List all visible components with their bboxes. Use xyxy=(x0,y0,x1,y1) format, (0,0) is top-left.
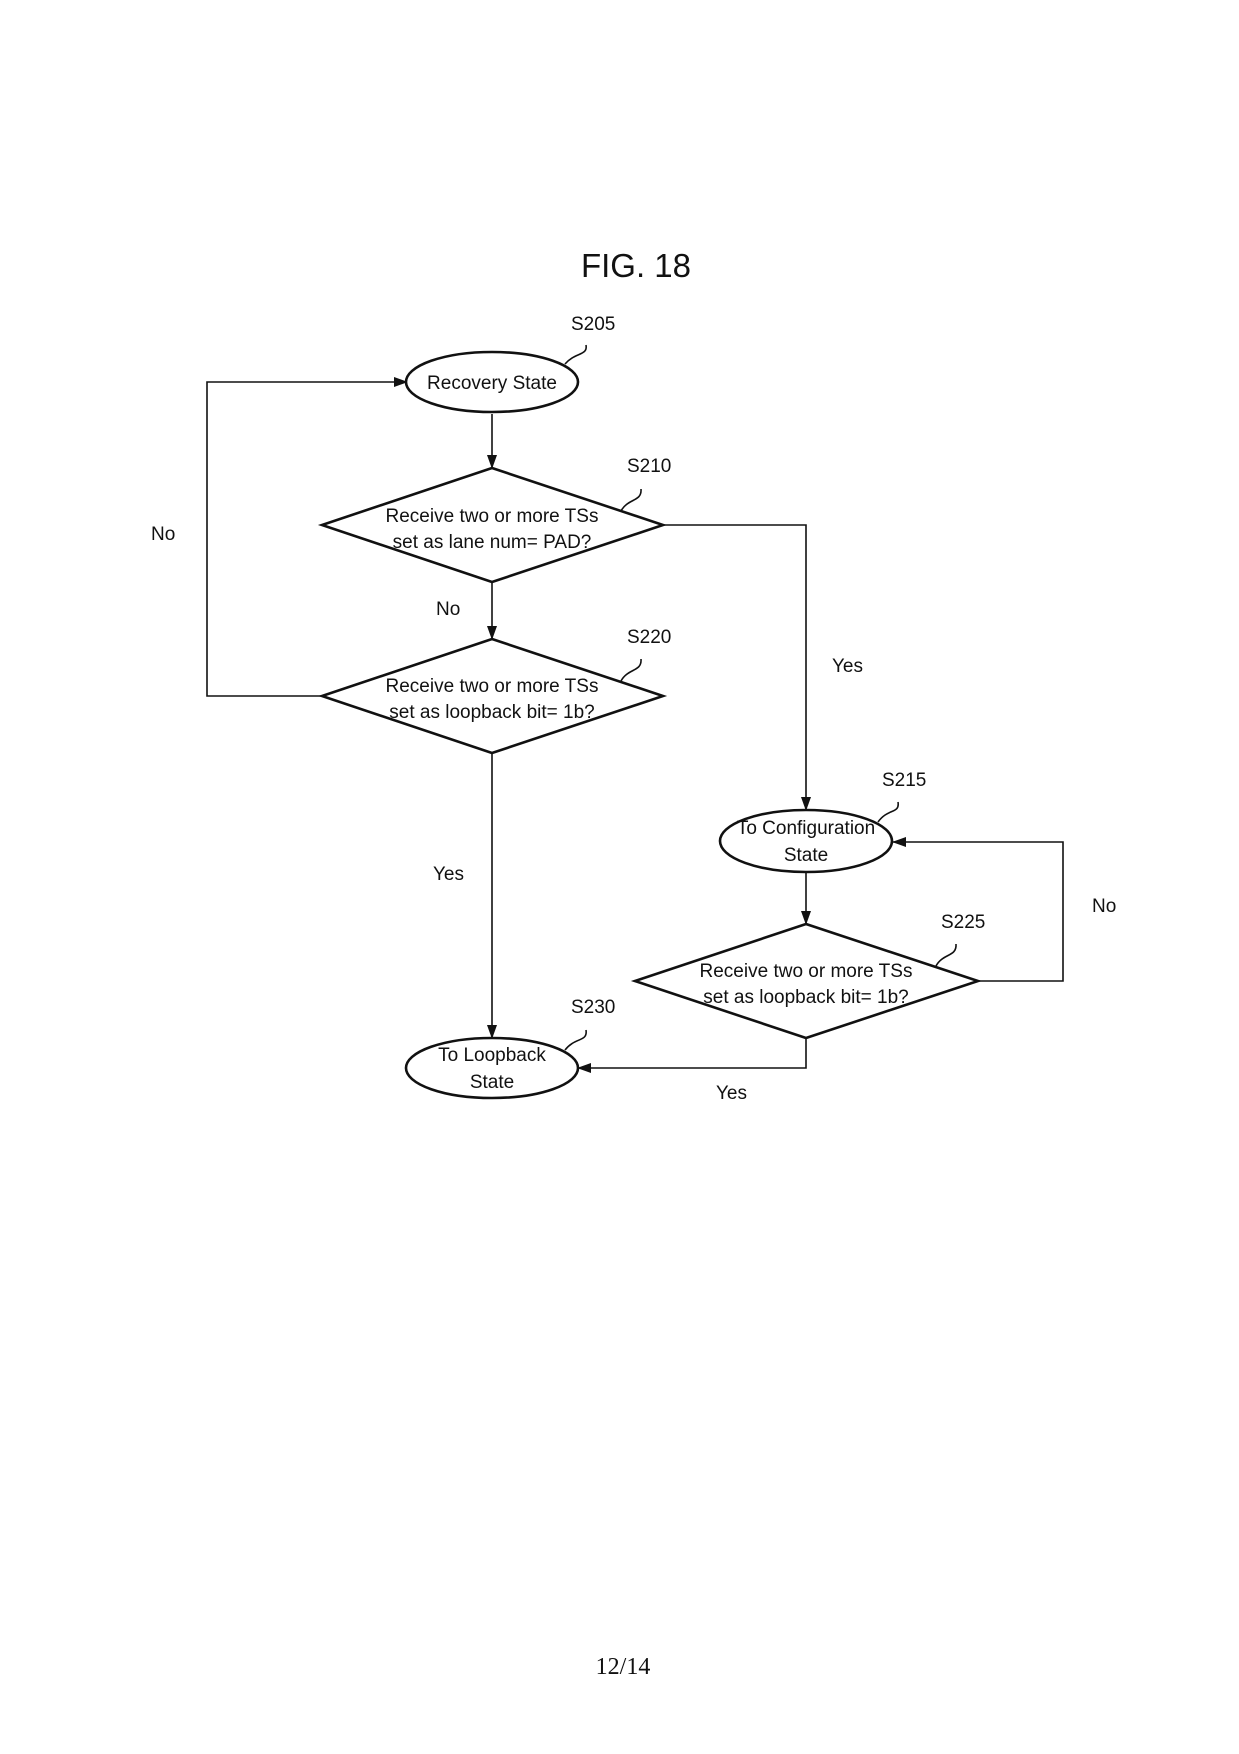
node-label-line-1: Receive two or more TSs xyxy=(700,961,913,982)
decision-shape xyxy=(317,637,668,755)
terminal-shape xyxy=(718,808,894,874)
decision-shape xyxy=(630,922,983,1040)
reference-leader xyxy=(564,344,587,365)
reference-label: S205 xyxy=(571,314,615,335)
reference-label: S225 xyxy=(941,912,985,933)
node-label: Recovery State xyxy=(427,373,557,394)
edge-label-s225-no: No xyxy=(1092,896,1116,917)
node-label-line-2: set as loopback bit= 1b? xyxy=(389,702,594,723)
node-label-line-2: State xyxy=(784,845,828,866)
figure-title: FIG. 18 xyxy=(581,247,691,284)
reference-leader xyxy=(877,801,899,823)
edge-label-s220-no: No xyxy=(151,524,175,545)
terminal-shape xyxy=(404,350,580,414)
node-configuration-state: To Configuration State S215 xyxy=(718,770,926,874)
node-decision-loopback-bit-right: Receive two or more TSs set as loopback … xyxy=(630,912,985,1040)
edge-label-s210-no: No xyxy=(436,599,460,620)
node-label-line-2: State xyxy=(470,1072,514,1093)
node-decision-loopback-bit-left: Receive two or more TSs set as loopback … xyxy=(317,627,671,755)
edge-label-s210-yes: Yes xyxy=(832,656,863,677)
edges xyxy=(206,377,1064,1073)
reference-leader xyxy=(620,658,642,682)
edge-s225-to-s215 xyxy=(892,837,1064,982)
node-label-line-1: To Configuration xyxy=(737,818,875,839)
reference-label: S230 xyxy=(571,997,615,1018)
decision-shape xyxy=(317,466,668,584)
reference-label: S215 xyxy=(882,770,926,791)
node-decision-lane-num-pad: Receive two or more TSs set as lane num=… xyxy=(317,456,671,584)
edge-s225-to-s230 xyxy=(577,1038,807,1073)
reference-leader xyxy=(935,943,957,967)
edge-label-s225-yes: Yes xyxy=(716,1083,747,1104)
reference-label: S210 xyxy=(627,456,671,477)
node-recovery-state: Recovery State S205 xyxy=(404,314,615,414)
page-number: 12/14 xyxy=(596,1654,651,1680)
node-loopback-state: To Loopback State S230 xyxy=(404,997,615,1100)
node-label-line-1: Receive two or more TSs xyxy=(386,676,599,697)
edge-label-s220-yes: Yes xyxy=(433,864,464,885)
node-label-line-1: Receive two or more TSs xyxy=(386,506,599,527)
reference-leader xyxy=(620,488,642,512)
reference-leader xyxy=(564,1029,587,1051)
node-label-line-2: set as lane num= PAD? xyxy=(393,532,592,553)
node-label-line-1: To Loopback xyxy=(438,1045,546,1066)
edge-s220-to-s205 xyxy=(206,377,408,697)
edge-s210-to-s215 xyxy=(663,524,811,811)
node-label-line-2: set as loopback bit= 1b? xyxy=(703,987,908,1008)
reference-label: S220 xyxy=(627,627,671,648)
terminal-shape xyxy=(404,1036,580,1100)
